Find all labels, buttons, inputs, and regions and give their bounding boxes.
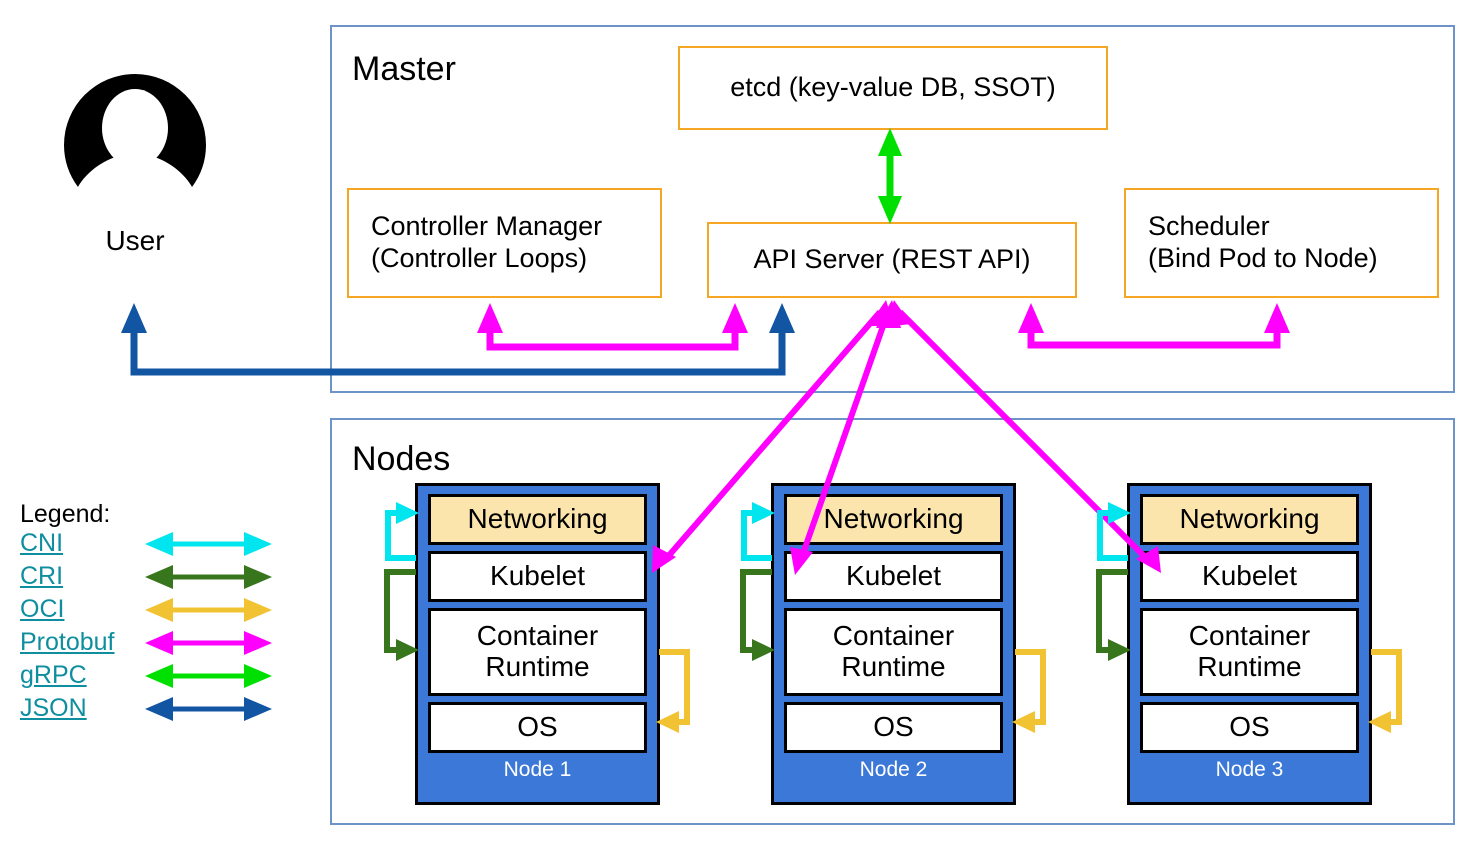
legend-arrow-oci xyxy=(145,598,272,622)
legend-label-json[interactable]: JSON xyxy=(20,694,87,722)
container-runtime-line1: Container xyxy=(1188,620,1311,652)
legend-arrow-json xyxy=(145,697,272,721)
node-layer-kubelet[interactable]: Kubelet xyxy=(428,551,647,602)
controller-manager-box[interactable]: Controller Manager (Controller Loops) xyxy=(347,188,662,298)
node-layer-container-runtime[interactable]: Container Runtime xyxy=(1140,608,1359,696)
container-runtime-line2: Runtime xyxy=(1197,651,1302,682)
node-layer-networking[interactable]: Networking xyxy=(428,494,647,545)
legend: Legend: CNI CRI OCI xyxy=(20,500,290,727)
node-name-label: Node 3 xyxy=(1215,758,1284,781)
legend-label-cri[interactable]: CRI xyxy=(20,562,64,590)
controller-manager-label-line1: Controller Manager xyxy=(371,211,603,242)
node-card[interactable]: Networking Kubelet Container Runtime OS … xyxy=(1127,483,1372,805)
legend-arrow-grpc xyxy=(145,664,272,688)
api-server-label: API Server (REST API) xyxy=(753,244,1031,275)
legend-arrow-cri xyxy=(145,565,272,589)
etcd-box[interactable]: etcd (key-value DB, SSOT) xyxy=(678,46,1108,130)
legend-item-cri: CRI xyxy=(20,562,290,595)
legend-arrow-cni xyxy=(145,532,272,556)
node-name-label: Node 2 xyxy=(859,758,928,781)
legend-label-grpc[interactable]: gRPC xyxy=(20,661,87,689)
legend-item-cni: CNI xyxy=(20,529,290,562)
api-server-box[interactable]: API Server (REST API) xyxy=(707,222,1077,298)
node-layer-kubelet[interactable]: Kubelet xyxy=(784,551,1003,602)
master-group-title: Master xyxy=(352,50,456,88)
node-layer-networking[interactable]: Networking xyxy=(784,494,1003,545)
user-label: User xyxy=(105,225,165,256)
node-card[interactable]: Networking Kubelet Container Runtime OS … xyxy=(415,483,660,805)
scheduler-label-line2: (Bind Pod to Node) xyxy=(1148,243,1378,273)
node-layer-container-runtime[interactable]: Container Runtime xyxy=(784,608,1003,696)
scheduler-box[interactable]: Scheduler (Bind Pod to Node) xyxy=(1124,188,1439,298)
legend-item-oci: OCI xyxy=(20,595,290,628)
legend-arrow-protobuf xyxy=(145,631,272,655)
legend-label-cni[interactable]: CNI xyxy=(20,529,64,557)
legend-item-json: JSON xyxy=(20,694,290,727)
legend-label-protobuf[interactable]: Protobuf xyxy=(20,628,115,656)
nodes-group-title: Nodes xyxy=(352,440,451,478)
node-name-label: Node 1 xyxy=(503,758,572,781)
node-layer-os[interactable]: OS xyxy=(428,702,647,753)
node-card[interactable]: Networking Kubelet Container Runtime OS … xyxy=(771,483,1016,805)
node-layer-container-runtime[interactable]: Container Runtime xyxy=(428,608,647,696)
container-runtime-line1: Container xyxy=(476,620,599,652)
node-layer-os[interactable]: OS xyxy=(784,702,1003,753)
legend-item-protobuf: Protobuf xyxy=(20,628,290,661)
container-runtime-line2: Runtime xyxy=(841,651,946,682)
etcd-label: etcd (key-value DB, SSOT) xyxy=(730,72,1056,103)
legend-label-oci[interactable]: OCI xyxy=(20,595,65,623)
user-avatar-icon xyxy=(64,74,206,198)
legend-item-grpc: gRPC xyxy=(20,661,290,694)
container-runtime-line2: Runtime xyxy=(485,651,590,682)
legend-title: Legend: xyxy=(20,500,111,528)
user-actor: User xyxy=(60,70,220,280)
node-layer-os[interactable]: OS xyxy=(1140,702,1359,753)
scheduler-label-line1: Scheduler xyxy=(1148,211,1270,242)
node-layer-networking[interactable]: Networking xyxy=(1140,494,1359,545)
node-layer-kubelet[interactable]: Kubelet xyxy=(1140,551,1359,602)
controller-manager-label-line2: (Controller Loops) xyxy=(371,243,588,273)
container-runtime-line1: Container xyxy=(832,620,955,652)
